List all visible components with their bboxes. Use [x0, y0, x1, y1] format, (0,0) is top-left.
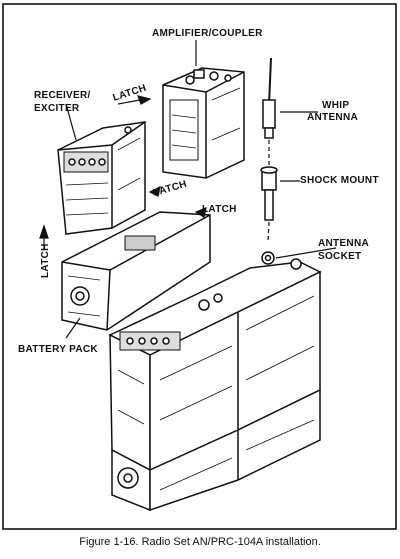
radio-set-lower-section [111, 388, 321, 512]
whip-antenna [262, 57, 276, 168]
receiver-exciter-unit [57, 121, 146, 235]
latch-left-arrow [39, 224, 49, 239]
figure-caption: Figure 1-16. Radio Set AN/PRC-104A insta… [79, 536, 321, 548]
label-latch-right: LATCH [202, 204, 237, 215]
label-latch-mid: LATCH [152, 179, 188, 199]
label-shock-mount: SHOCK MOUNT [300, 175, 379, 186]
label-antenna-socket-line2: SOCKET [318, 251, 361, 262]
label-amplifier-coupler: AMPLIFIER/COUPLER [152, 28, 263, 39]
shock-mount [260, 166, 278, 243]
label-antenna-socket-line1: ANTENNA [318, 238, 369, 249]
latch-mid-arrow [148, 185, 161, 197]
label-battery-pack: BATTERY PACK [18, 344, 98, 355]
figure-border [2, 3, 397, 530]
label-latch-left: LATCH [40, 243, 51, 278]
label-whip-antenna-line2: ANTENNA [307, 112, 358, 123]
battery-pack-unit [61, 211, 211, 331]
label-whip-antenna-line1: WHIP [322, 100, 349, 111]
amplifier-coupler-unit [162, 67, 245, 179]
label-receiver-exciter-line2: EXCITER [34, 103, 80, 114]
leader-lines [39, 40, 337, 339]
radio-set-main-body [108, 251, 322, 472]
latch-right-arrow [194, 207, 207, 218]
label-receiver-exciter-line1: RECEIVER/ [34, 90, 91, 101]
